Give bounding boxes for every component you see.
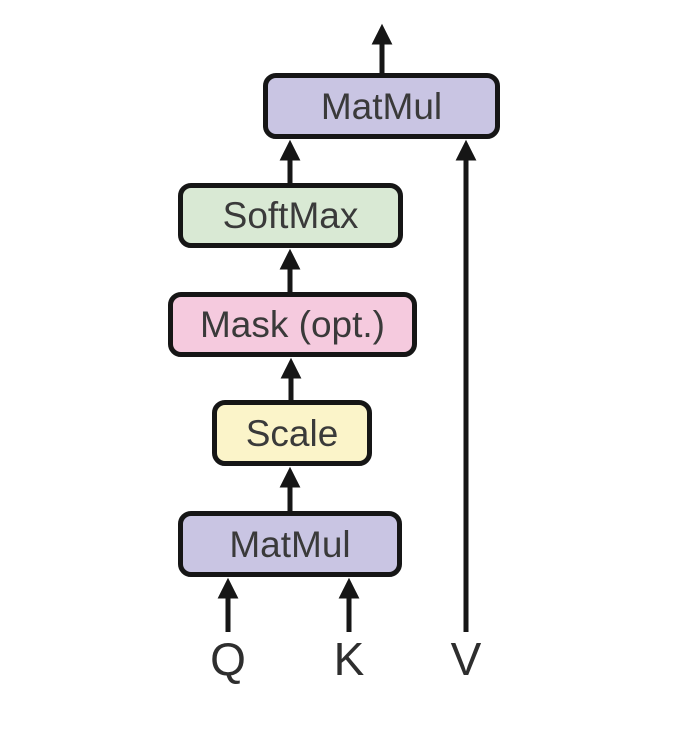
input-label-q: Q: [210, 633, 246, 685]
input-label-k: K: [333, 633, 365, 685]
node-matmul-top: MatMul: [263, 73, 500, 139]
node-mask-label: Mask (opt.): [199, 304, 386, 345]
input-label-v: V: [450, 633, 482, 685]
node-matmul-bottom: MatMul: [178, 511, 402, 577]
node-scale-label: Scale: [245, 412, 339, 454]
node-matmul-top-label: MatMul: [320, 85, 443, 127]
node-softmax: SoftMax: [178, 183, 403, 248]
node-scale: Scale: [212, 400, 372, 466]
node-mask: Mask (opt.): [168, 292, 417, 357]
node-softmax-label: SoftMax: [222, 195, 359, 236]
node-matmul-bottom-label: MatMul: [229, 523, 351, 565]
